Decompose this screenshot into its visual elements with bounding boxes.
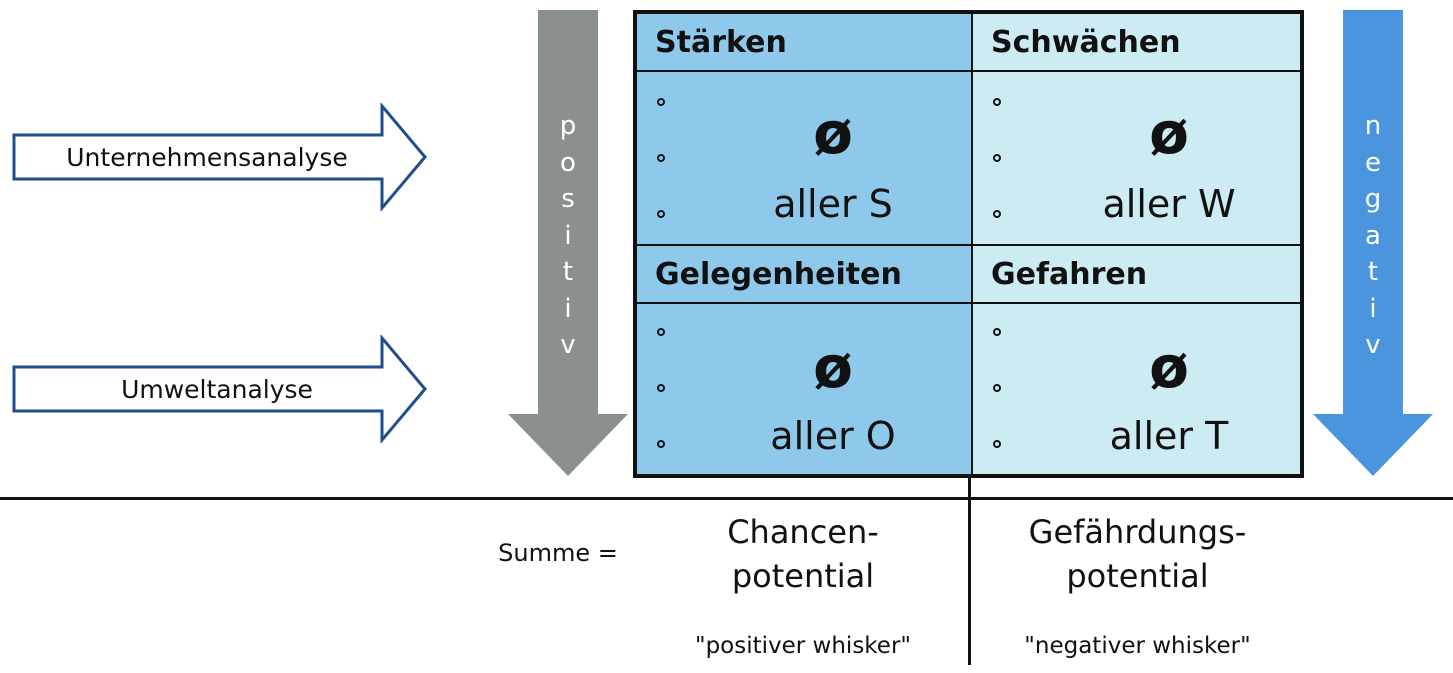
- weaknesses-average-label: aller W: [1102, 182, 1236, 226]
- threats-average-label: aller T: [1109, 414, 1229, 458]
- company-analysis-arrow-shape: [12, 103, 427, 211]
- threats-title: Gefahren: [973, 246, 1300, 304]
- chance-line2: potential: [731, 557, 875, 595]
- average-symbol: ø: [813, 99, 853, 167]
- swot-matrix: Stärken ø aller S Schwächen ø aller W Ge…: [633, 10, 1304, 478]
- weaknesses-bullet: [993, 154, 1001, 162]
- strengths-bullet: [657, 210, 665, 218]
- positive-letter: s: [561, 184, 575, 214]
- positive-arrow-shape: [508, 10, 628, 476]
- threats-bullet: [993, 384, 1001, 392]
- weaknesses-cell: Schwächen ø aller W: [973, 14, 1300, 244]
- company-analysis-label: Unternehmensanalyse: [66, 142, 348, 172]
- negative-letter: n: [1364, 111, 1382, 141]
- sum-label: Summe =: [498, 539, 618, 567]
- company-analysis-arrow: Unternehmensanalyse: [12, 103, 428, 211]
- strengths-cell: Stärken ø aller S: [637, 14, 971, 244]
- strengths-bullet: [657, 98, 665, 106]
- weaknesses-title: Schwächen: [973, 14, 1300, 72]
- sum-baseline: [0, 497, 1453, 500]
- positive-letter: i: [564, 293, 572, 324]
- weaknesses-bullet: [993, 98, 1001, 106]
- strengths-bullet: [657, 154, 665, 162]
- opportunities-bullet: [657, 440, 665, 448]
- opportunities-bullet: [657, 328, 665, 336]
- positive-letter: i: [564, 220, 572, 251]
- matrix-horizontal-divider: [637, 244, 1300, 246]
- average-symbol: ø: [813, 333, 853, 401]
- strengths-average-label: aller S: [773, 182, 893, 226]
- negative-letter: i: [1369, 293, 1377, 324]
- chance-line1: Chancen-: [727, 513, 879, 551]
- negative-letter: v: [1365, 330, 1381, 360]
- negative-letter: e: [1365, 147, 1381, 178]
- threat-line2: potential: [1066, 557, 1209, 595]
- threats-cell: Gefahren ø aller T: [973, 246, 1300, 474]
- opportunities-title: Gelegenheiten: [637, 246, 971, 304]
- negative-letter: a: [1365, 220, 1381, 251]
- negative-arrow-shape: [1313, 10, 1433, 476]
- environment-analysis-label: Umweltanalyse: [121, 374, 313, 404]
- environment-analysis-arrow-shape: [12, 335, 427, 443]
- weaknesses-bullet: [993, 210, 1001, 218]
- negative-letter: g: [1364, 184, 1382, 214]
- negative-letter: t: [1367, 257, 1379, 287]
- opportunities-cell: Gelegenheiten ø aller O: [637, 246, 971, 474]
- positive-whisker-note: "positiver whisker": [694, 633, 911, 659]
- opportunities-bullet: [657, 384, 665, 392]
- environment-analysis-arrow: Umweltanalyse: [12, 335, 428, 443]
- average-symbol: ø: [1149, 99, 1189, 167]
- positive-letter: t: [562, 257, 574, 287]
- threat-line1: Gefährdungs-: [1028, 513, 1247, 551]
- threats-bullet: [993, 328, 1001, 336]
- average-symbol: ø: [1149, 333, 1189, 401]
- negative-whisker-note: "negativer whisker": [1024, 633, 1251, 659]
- threats-bullet: [993, 440, 1001, 448]
- positive-letter: p: [559, 111, 577, 141]
- strengths-title: Stärken: [637, 14, 971, 72]
- sum-divider: [968, 478, 971, 665]
- opportunities-average-label: aller O: [770, 414, 896, 458]
- positive-letter: o: [560, 147, 576, 178]
- positive-letter: v: [560, 330, 576, 360]
